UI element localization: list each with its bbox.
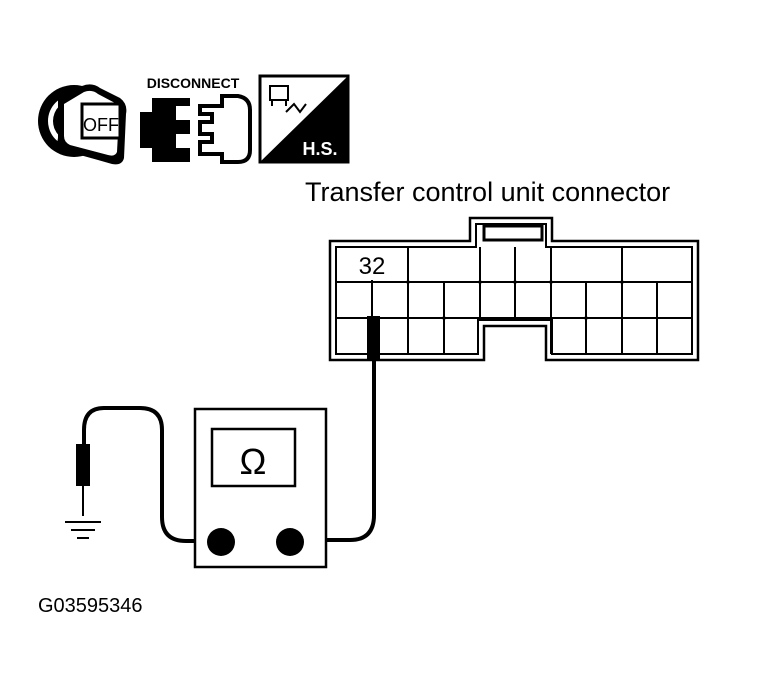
harness-connector-hs-icon: H.S. [258,74,350,164]
figure-id: G03595346 [38,595,143,617]
ground-probe [76,406,220,543]
terminal-number-label: 32 [359,253,386,280]
meter-terminal-left [207,528,235,556]
disconnect-icon: DISCONNECT [140,75,252,164]
ohmmeter: Ω [193,407,328,569]
connector-cavity-dots [406,280,624,320]
positive-probe [300,280,380,542]
ohm-symbol: Ω [240,441,267,482]
disconnect-label: DISCONNECT [147,75,240,91]
connector-title: Transfer control unit connector [305,177,670,207]
ignition-off-label: OFF [83,115,119,135]
ignition-off-icon: OFF [38,84,127,165]
connector-body [328,216,700,362]
hs-label: H.S. [302,139,337,159]
meter-terminal-right [276,528,304,556]
ground-symbol-icon [65,521,101,539]
